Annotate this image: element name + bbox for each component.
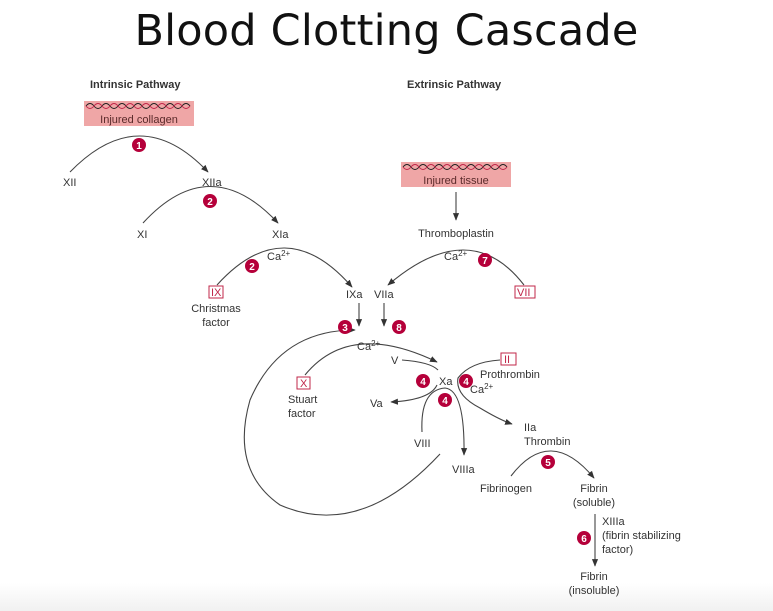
step-badge-4b: 4	[459, 374, 473, 388]
arrow-viii-viiia	[421, 387, 468, 456]
ca-label-2: Ca2+	[444, 249, 468, 263]
svg-text:6: 6	[581, 534, 587, 545]
fibrin-insoluble-2: (insoluble)	[569, 585, 620, 597]
ca-label-3: Ca2+	[357, 339, 381, 353]
fibrinogen: Fibrinogen	[480, 483, 532, 495]
factor-xiia: XIIa	[202, 177, 222, 189]
svg-text:2: 2	[207, 197, 213, 208]
step-badge-3: 3	[338, 320, 352, 334]
factor-ix-box	[208, 285, 224, 299]
fibrin-insoluble-1: Fibrin	[580, 571, 608, 583]
svg-text:7: 7	[482, 256, 488, 267]
factor-ixa: IXa	[346, 289, 363, 301]
factor-vii: VII	[517, 287, 530, 299]
fibrin-soluble-2: (soluble)	[573, 497, 615, 509]
factor-ix: IX	[211, 287, 222, 299]
svg-text:2: 2	[249, 262, 255, 273]
injured-tissue-label: Injured tissue	[423, 175, 488, 187]
svg-text:8: 8	[396, 323, 402, 334]
extrinsic-pathway-header: Extrinsic Pathway	[407, 79, 502, 91]
factor-viiia: VIIIa	[452, 464, 476, 476]
factor-x: X	[300, 378, 308, 390]
fibrin-soluble-1: Fibrin	[580, 483, 608, 495]
step-badge-1: 1	[132, 138, 146, 152]
factor-ii: II	[504, 354, 510, 366]
arrow-xi-xia	[142, 185, 279, 224]
step-badge-7: 7	[478, 253, 492, 267]
line-v-xa	[401, 359, 439, 371]
svg-text:1: 1	[136, 141, 142, 152]
intrinsic-pathway-header: Intrinsic Pathway	[90, 79, 181, 91]
thrombin: Thrombin	[524, 436, 570, 448]
svg-text:4: 4	[420, 377, 426, 388]
arrow-xa-va	[390, 384, 438, 405]
arrow-ix-ixa	[216, 247, 353, 288]
factor-va: Va	[370, 398, 384, 410]
factor-x-box	[296, 376, 311, 390]
factor-ii-box	[500, 352, 517, 366]
stuart-factor-1: Stuart	[288, 394, 317, 406]
svg-text:4: 4	[463, 377, 469, 388]
ca-label-1: Ca2+	[267, 249, 291, 263]
step-badge-5: 5	[541, 455, 555, 469]
arrow-feedback-loop	[243, 326, 441, 516]
factor-vii-box	[514, 285, 536, 299]
factor-xiiia: XIIIa	[602, 516, 626, 528]
factor-xi: XI	[137, 229, 147, 241]
fibrin-stabilizing-2: factor)	[602, 544, 633, 556]
svg-text:4: 4	[442, 396, 448, 407]
injured-collagen-banner: Injured collagen	[84, 101, 194, 126]
factor-xia: XIa	[272, 229, 289, 241]
arrow-vii-viia	[387, 249, 525, 286]
factor-xa: Xa	[439, 376, 453, 388]
prothrombin: Prothrombin	[480, 369, 540, 381]
stuart-factor-2: factor	[288, 408, 316, 420]
bottom-fade	[0, 583, 773, 611]
step-badge-4a: 4	[416, 374, 430, 388]
injured-tissue-banner: Injured tissue	[401, 162, 511, 187]
factor-xii: XII	[63, 177, 76, 189]
step-badge-2a: 2	[203, 194, 217, 208]
injured-collagen-label: Injured collagen	[100, 114, 178, 126]
christmas-factor-2: factor	[202, 317, 230, 329]
factor-viii: VIII	[414, 438, 431, 450]
arrow-fibrinogen-fibrin	[510, 450, 595, 479]
arrow-x-xa	[304, 343, 438, 376]
ca-label-4: Ca2+	[470, 382, 494, 396]
factor-viia: VIIa	[374, 289, 394, 301]
page-title: Blood Clotting Cascade	[134, 6, 639, 56]
step-badge-4c: 4	[438, 393, 452, 407]
svg-text:5: 5	[545, 458, 551, 469]
factor-iia: IIa	[524, 422, 537, 434]
thromboplastin: Thromboplastin	[418, 228, 494, 240]
step-badge-8: 8	[392, 320, 406, 334]
arrow-xii-xiia	[69, 135, 209, 173]
step-badge-6: 6	[577, 531, 591, 545]
fibrin-stabilizing-1: (fibrin stabilizing	[602, 530, 681, 542]
christmas-factor-1: Christmas	[191, 303, 241, 315]
factor-v: V	[391, 355, 399, 367]
svg-text:3: 3	[342, 323, 348, 334]
step-badge-2b: 2	[245, 259, 259, 273]
arrow-ii-iia	[457, 359, 513, 425]
